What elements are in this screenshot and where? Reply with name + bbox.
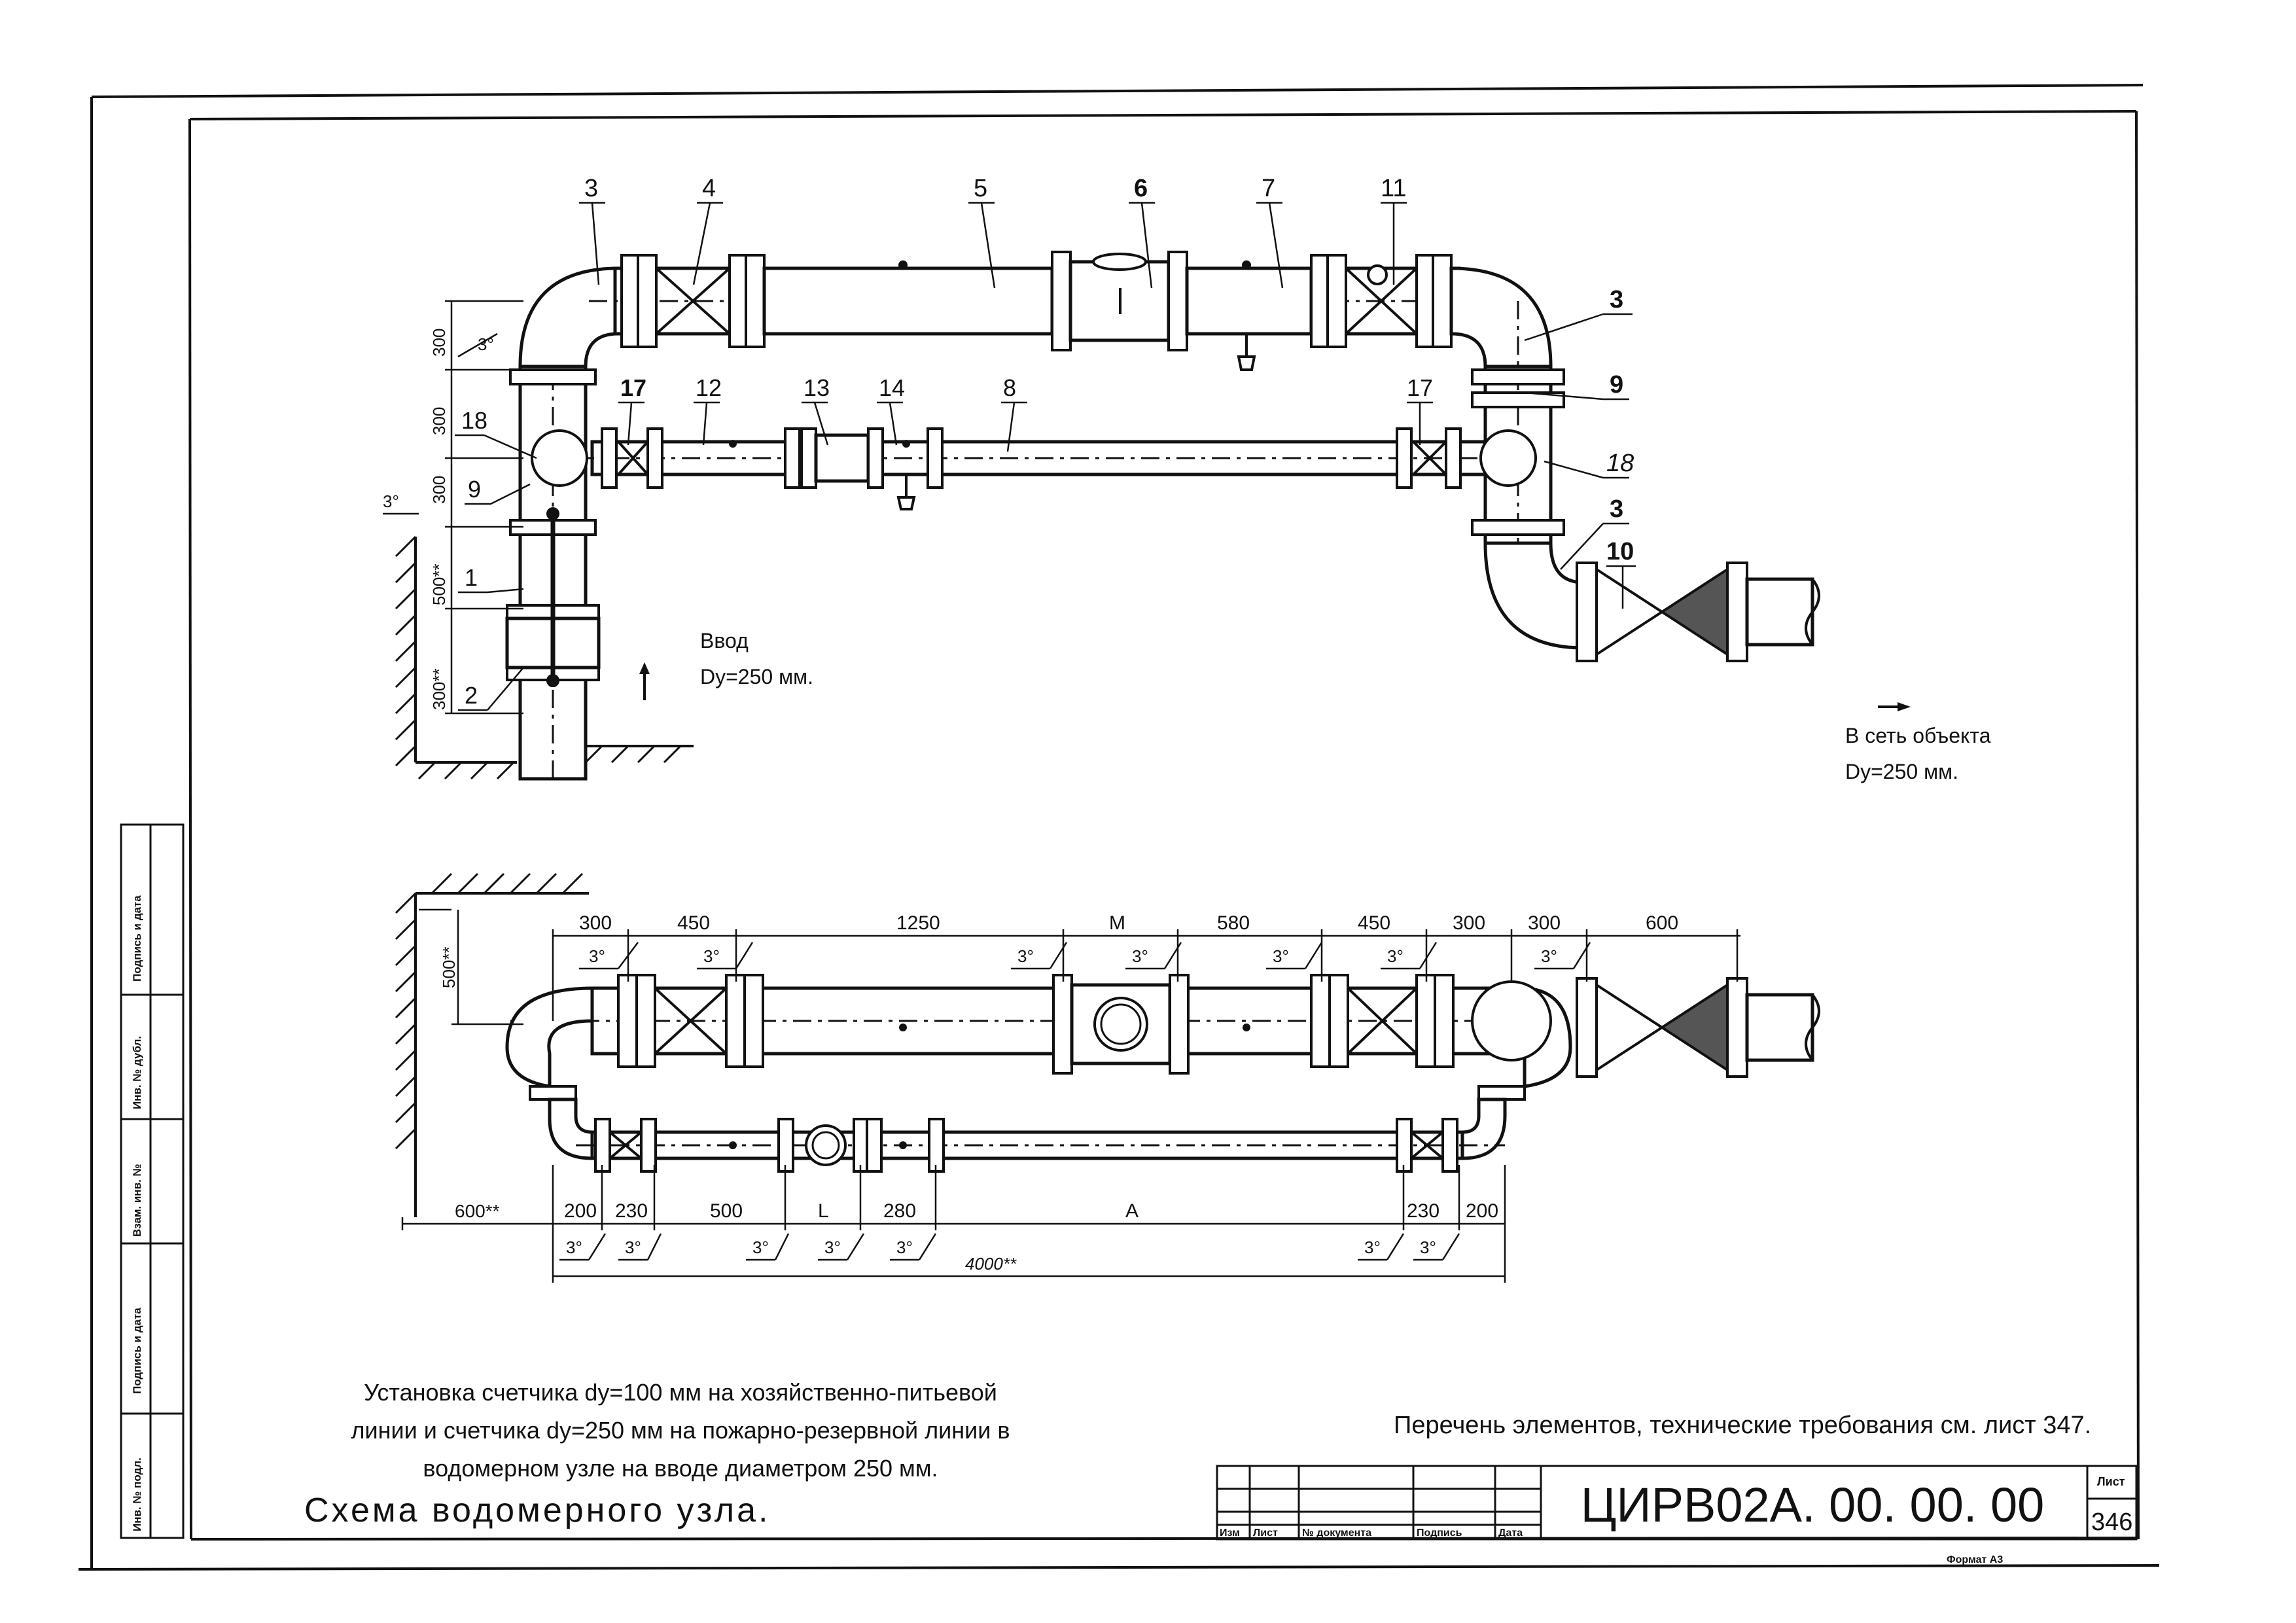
callout-9-right: 9 [1610, 371, 1623, 399]
sheet-number: 346 [2091, 1508, 2132, 1536]
plan-angle-3: 3° [1387, 946, 1404, 966]
stamp-col-sign: Подпись [1417, 1527, 1462, 1539]
stamp-col-izm: Изм [1220, 1527, 1240, 1539]
plan-dim-600-left: 600** [455, 1201, 500, 1221]
sheet-label: Лист [2097, 1475, 2125, 1488]
plan-dim-580: 580 [1217, 912, 1250, 934]
callout-5: 5 [974, 175, 987, 202]
title-block [1216, 1465, 2138, 1541]
side-strip-label: Подпись и дата [131, 1308, 143, 1394]
callout-9-left: 9 [468, 476, 481, 503]
plan-angle-marks-bottom [559, 1233, 1460, 1261]
side-strip-label: Подпись и дата [131, 895, 143, 982]
plan-dim-280: 280 [883, 1200, 916, 1222]
plan-dim-1250: 1250 [896, 912, 940, 934]
plan-dim-600: 600 [1646, 912, 1678, 934]
inlet-title: Ввод [700, 629, 749, 652]
callout-3-right-2: 3 [1610, 495, 1623, 523]
format-label: Формат А3 [1947, 1554, 2003, 1565]
plan-dim-300c: 300 [1528, 912, 1561, 934]
sheet-frame [78, 84, 2160, 1571]
callout-8: 8 [1003, 374, 1016, 401]
caption-line-3: водомерном узле на вводе диаметром 250 м… [423, 1455, 938, 1482]
callout-1: 1 [465, 564, 478, 591]
plan-angle-3: 3° [1273, 946, 1289, 966]
inlet-dy: Dy=250 мм. [700, 665, 813, 688]
stamp-col-date: Дата [1498, 1527, 1523, 1539]
drawing-title: Схема водомерного узла. [304, 1491, 770, 1529]
caption-line-1: Установка счетчика dy=100 мм на хозяйств… [364, 1379, 997, 1406]
side-strip-label: Взам. инв. № [131, 1164, 143, 1237]
stamp-col-doc: № документа [1302, 1527, 1371, 1539]
callout-6: 6 [1134, 175, 1148, 202]
outlet-dy: Dy=250 мм. [1845, 760, 1958, 783]
angle-3-left: 3° [383, 491, 399, 511]
document-code: ЦИРВ02А. 00. 00. 00 [1581, 1478, 2045, 1532]
plan-angle-3: 3° [1017, 946, 1034, 966]
callout-17-right: 17 [1407, 374, 1433, 401]
callout-17-left: 17 [620, 374, 646, 401]
callout-18-right: 18 [1606, 450, 1634, 477]
callout-3-right: 3 [1610, 286, 1623, 313]
side-strip-label: Инв. № дубл. [131, 1036, 143, 1109]
plan-view: 300 450 1250 M 580 450 300 300 600 3° 3°… [395, 872, 1820, 1283]
dim-300-d: 300** [429, 668, 449, 710]
callout-10: 10 [1606, 538, 1634, 565]
callout-leaders [455, 202, 1636, 711]
plan-dim-A: A [1125, 1200, 1139, 1222]
plan-angle-3: 3° [589, 946, 605, 966]
plan-bottom-dims [401, 1165, 1506, 1283]
callout-12: 12 [696, 374, 722, 401]
callout-14: 14 [879, 374, 905, 401]
plan-angle-3: 3° [703, 946, 720, 966]
callout-13: 13 [804, 374, 830, 401]
wall-hatch-plan [395, 872, 584, 1150]
plan-dim-500b: 500 [710, 1200, 743, 1222]
side-strip: Подпись и дата Инв. № дубл. Взам. инв. №… [120, 823, 185, 1539]
dim-300-c: 300 [429, 476, 449, 504]
plan-angle-3: 3° [1541, 946, 1557, 966]
plan-dim-300: 300 [579, 912, 612, 934]
angle-3-top: 3° [478, 334, 494, 354]
stamp-col-list: Лист [1253, 1527, 1278, 1539]
plan-dim-230b: 230 [1407, 1200, 1439, 1222]
wall-hatch [395, 535, 682, 780]
plan-dim-300b: 300 [1453, 912, 1485, 934]
plan-dim-450b: 450 [1358, 912, 1390, 934]
callout-7: 7 [1262, 175, 1275, 202]
caption-line-2: линии и счетчика dy=250 мм на пожарно-ре… [351, 1417, 1010, 1444]
dim-300-b: 300 [429, 407, 449, 435]
plan-angle-3: 3° [1420, 1238, 1436, 1257]
side-strip-label: Инв. № подл. [131, 1457, 143, 1531]
callout-11: 11 [1381, 175, 1406, 202]
plan-angle-3: 3° [566, 1238, 582, 1257]
plan-dim-200b: 200 [1466, 1200, 1498, 1222]
dim-500: 500** [429, 563, 449, 605]
elevation-view: 3 4 5 6 7 11 3 9 18 3 10 18 17 12 13 14 … [383, 175, 1991, 783]
plan-angle-3: 3° [1364, 1238, 1381, 1257]
plan-angle-3: 3° [752, 1238, 769, 1257]
callout-18-left: 18 [461, 407, 487, 434]
dim-300-a: 300 [429, 329, 449, 357]
reference-note: Перечень элементов, технические требован… [1394, 1412, 2091, 1439]
plan-dim-450: 450 [677, 912, 710, 934]
plan-angle-3: 3° [625, 1238, 641, 1257]
plan-dim-230: 230 [615, 1200, 648, 1222]
plan-dim-L: L [818, 1200, 829, 1222]
plan-dim-200: 200 [564, 1200, 597, 1222]
callout-4: 4 [702, 175, 716, 202]
callout-2: 2 [465, 682, 478, 709]
plan-dim-M: M [1109, 912, 1125, 934]
plan-angle-3: 3° [824, 1238, 841, 1257]
plan-angle-marks-top [579, 942, 1591, 970]
callout-3: 3 [584, 175, 598, 202]
outlet-title: В сеть объекта [1845, 724, 1991, 747]
plan-angle-3: 3° [1132, 946, 1148, 966]
plan-dim-total: 4000** [965, 1254, 1017, 1274]
plan-top-dims [552, 929, 1740, 1021]
plan-angle-3: 3° [896, 1238, 913, 1257]
plan-dim-500: 500** [439, 946, 459, 988]
